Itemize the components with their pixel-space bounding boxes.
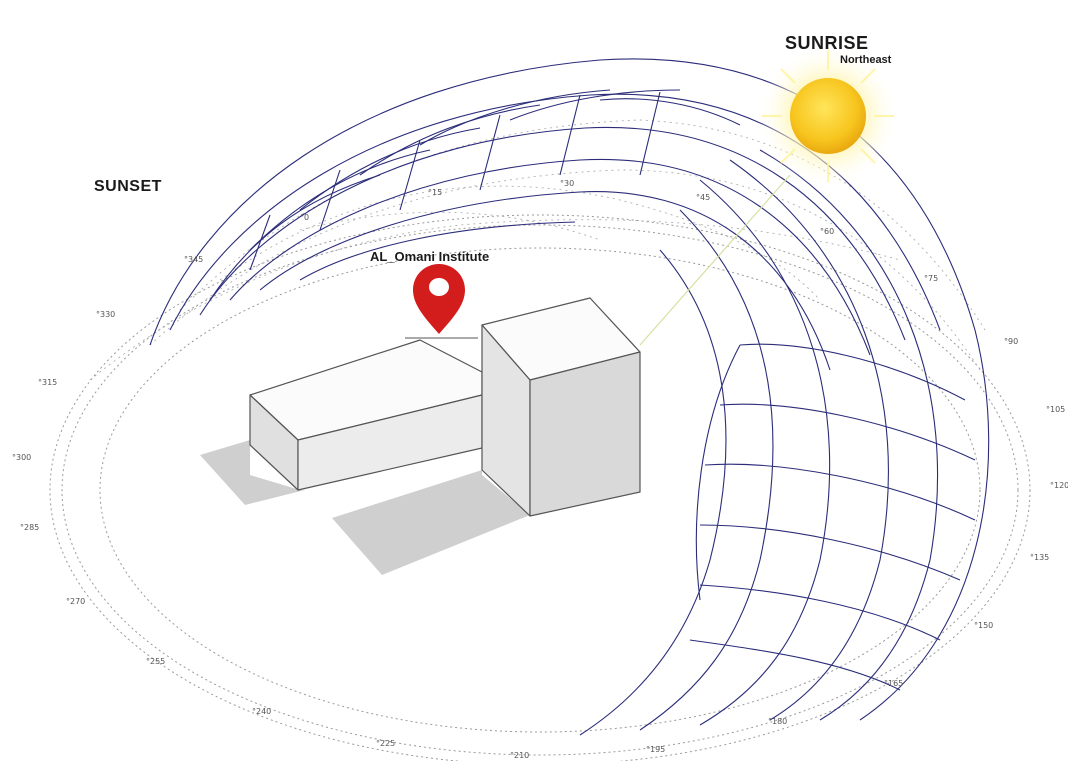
svg-text:°75: °75: [924, 274, 938, 283]
svg-text:°45: °45: [696, 193, 710, 202]
svg-text:°300: °300: [12, 453, 31, 462]
svg-text:°195: °195: [646, 745, 665, 754]
tall-building: [481, 297, 641, 517]
sun-icon: [756, 44, 900, 188]
svg-text:°120: °120: [1050, 481, 1068, 490]
sunrise-direction-label: Northeast: [840, 54, 892, 66]
svg-text:°240: °240: [252, 707, 271, 716]
svg-text:°0: °0: [300, 213, 309, 222]
building-shadows: [200, 440, 530, 575]
svg-text:°225: °225: [376, 739, 395, 748]
compass-ring: [49, 214, 1031, 766]
svg-text:°315: °315: [38, 378, 57, 387]
svg-text:°90: °90: [1004, 337, 1018, 346]
svg-text:°285: °285: [20, 523, 39, 532]
location-pin-icon: [405, 264, 478, 339]
svg-text:°270: °270: [66, 597, 85, 606]
svg-text:°330: °330: [96, 310, 115, 319]
sunset-label: SUNSET: [94, 178, 162, 195]
svg-text:°105: °105: [1046, 405, 1065, 414]
low-building: [249, 339, 483, 491]
svg-text:°60: °60: [820, 227, 834, 236]
svg-text:°15: °15: [428, 188, 442, 197]
sky-grid-dotted: [89, 119, 986, 381]
location-label: AL_Omani Institute: [370, 249, 490, 264]
svg-text:°255: °255: [146, 657, 165, 666]
sunrise-label: SUNRISE: [785, 33, 869, 53]
compass-ticks: °315 °300 °285 °270 °255 °240 °225 °210 …: [12, 179, 1068, 760]
svg-text:°210: °210: [510, 751, 529, 760]
svg-text:°150: °150: [974, 621, 993, 630]
svg-text:°135: °135: [1030, 553, 1049, 562]
svg-text:°180: °180: [768, 717, 787, 726]
sun-ray-line: [639, 174, 791, 346]
svg-text:°345: °345: [184, 255, 203, 264]
svg-text:°165: °165: [884, 679, 903, 688]
svg-text:°30: °30: [560, 179, 574, 188]
